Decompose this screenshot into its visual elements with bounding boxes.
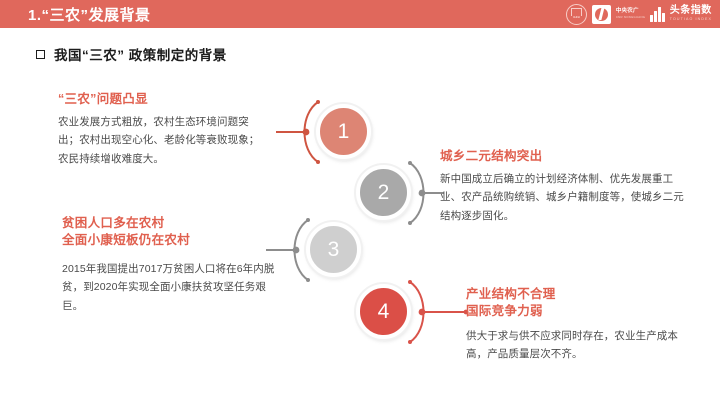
content-block-2: 城乡二元结构突出 新中国成立后确立的计划经济体制、优先发展重工业、农产品统购统销… bbox=[440, 148, 688, 225]
content-heading-4: 产业结构不合理 国际竞争力弱 bbox=[466, 287, 556, 318]
step-number-2: 2 bbox=[377, 180, 390, 204]
content-body-4: 供大于求与供不应求同时存在，农业生产成本高，产品质量层次不齐。 bbox=[466, 329, 678, 361]
partner-brand-text: 中央农广 CNR NONGGUANG bbox=[616, 9, 645, 18]
content-heading-3: 贫困人口多在农村 全面小康短板仍在农村 bbox=[62, 216, 191, 247]
bar-chart-icon bbox=[650, 6, 665, 22]
seal-caption: CHINA bbox=[572, 15, 580, 19]
slide-header-bar: 1.“三农”发展背景 CHINA 中央农广 CNR NONGGUANG 头条指数… bbox=[0, 0, 720, 28]
content-body-2: 新中国成立后确立的计划经济体制、优先发展重工业、农产品统购统销、城乡户籍制度等，… bbox=[440, 172, 684, 222]
brand-logo-cluster: CHINA 中央农广 CNR NONGGUANG 头条指数 TOUTIAO IN… bbox=[565, 0, 712, 28]
connector-arc-1 bbox=[276, 100, 320, 164]
toutiao-name-en: TOUTIAO INDEX bbox=[669, 17, 712, 22]
content-body-1: 农业发展方式粗放，农村生态环境问题突出；农村出现空心化、老龄化等衰败现象；农民持… bbox=[58, 115, 260, 165]
connector-arc-3 bbox=[266, 218, 310, 282]
step-circle-3[interactable]: 3 bbox=[306, 222, 361, 277]
content-heading-1: “三农”问题凸显 bbox=[58, 92, 148, 106]
toutiao-index-brand: 头条指数 TOUTIAO INDEX bbox=[670, 6, 712, 22]
section-subtitle: 我国“三农” 政策制定的背景 bbox=[36, 44, 227, 64]
step-number-1: 1 bbox=[337, 119, 350, 143]
partner-name-cn: 中央农广 bbox=[615, 8, 639, 15]
step-number-4: 4 bbox=[377, 299, 390, 323]
seal-emblem-icon: CHINA bbox=[565, 3, 587, 25]
page-title: 1.“三农”发展背景 bbox=[28, 6, 151, 24]
partner-name-en: CNR NONGGUANG bbox=[615, 14, 646, 19]
content-block-4: 产业结构不合理 国际竞争力弱 供大于求与供不应求同时存在，农业生产成本高，产品质… bbox=[466, 286, 698, 364]
step-circle-4[interactable]: 4 bbox=[356, 284, 411, 339]
content-body-3: 2015年我国提出7017万贫困人口将在6年内脱贫，到2020年实现全面小康扶贫… bbox=[62, 262, 275, 312]
step-circle-2[interactable]: 2 bbox=[356, 165, 411, 220]
toutiao-name-cn: 头条指数 bbox=[669, 5, 712, 17]
content-heading-2: 城乡二元结构突出 bbox=[440, 149, 543, 163]
partner-mark-icon bbox=[591, 4, 611, 24]
connector-arc-2 bbox=[408, 161, 444, 225]
step-circle-1[interactable]: 1 bbox=[316, 104, 371, 159]
square-outline-icon bbox=[36, 49, 45, 59]
step-number-3: 3 bbox=[327, 237, 340, 261]
section-subtitle-label: 我国“三农” 政策制定的背景 bbox=[54, 48, 227, 63]
connector-arc-4 bbox=[408, 280, 469, 344]
content-block-1: “三农”问题凸显 农业发展方式粗放，农村生态环境问题突出；农村出现空心化、老龄化… bbox=[58, 91, 263, 168]
seal-gate-shape bbox=[570, 8, 582, 17]
content-block-3: 贫困人口多在农村 全面小康短板仍在农村 2015年我国提出7017万贫困人口将在… bbox=[62, 215, 277, 315]
